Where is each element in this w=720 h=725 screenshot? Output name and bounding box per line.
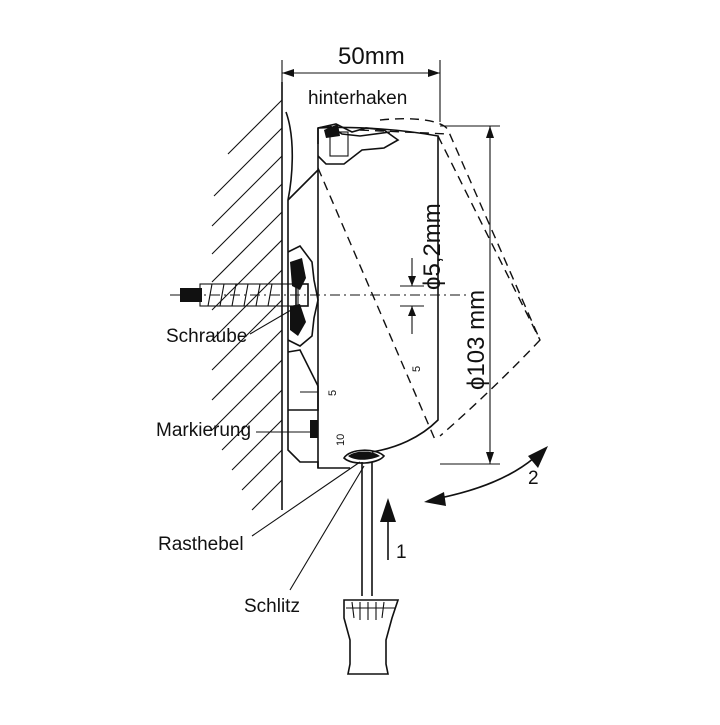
wall-hatching <box>211 99 283 511</box>
rasthebel-label: Rasthebel <box>158 534 244 555</box>
latch-lever <box>342 449 386 464</box>
hole-dimension <box>400 258 424 334</box>
diameter-dimension <box>440 125 500 465</box>
screwdriver <box>343 462 400 675</box>
schraube-leader <box>249 305 299 335</box>
dowel <box>180 244 319 347</box>
arrow-2-label: 2 <box>528 468 539 489</box>
schraube-label: Schraube <box>166 326 247 347</box>
arrow-1-label: 1 <box>396 542 407 563</box>
arrow-2 <box>424 446 548 506</box>
hole-dim-label: ϕ5,2mm <box>419 203 446 290</box>
hinterhaken-label: hinterhaken <box>308 88 407 109</box>
schlitz-label: Schlitz <box>244 596 300 617</box>
scale-10: 10 <box>335 434 347 446</box>
scale-5: 5 <box>327 390 339 396</box>
schlitz-leader <box>289 465 365 591</box>
scale-5-inner: 5 <box>411 366 423 372</box>
swing-position <box>317 118 541 443</box>
arrow-1 <box>380 498 396 560</box>
markierung-label: Markierung <box>156 420 251 441</box>
width-dim-label: 50mm <box>338 43 405 70</box>
diameter-dim-label: ϕ103 mm <box>463 290 490 390</box>
rasthebel-leader <box>251 461 361 537</box>
width-dimension <box>281 60 441 122</box>
